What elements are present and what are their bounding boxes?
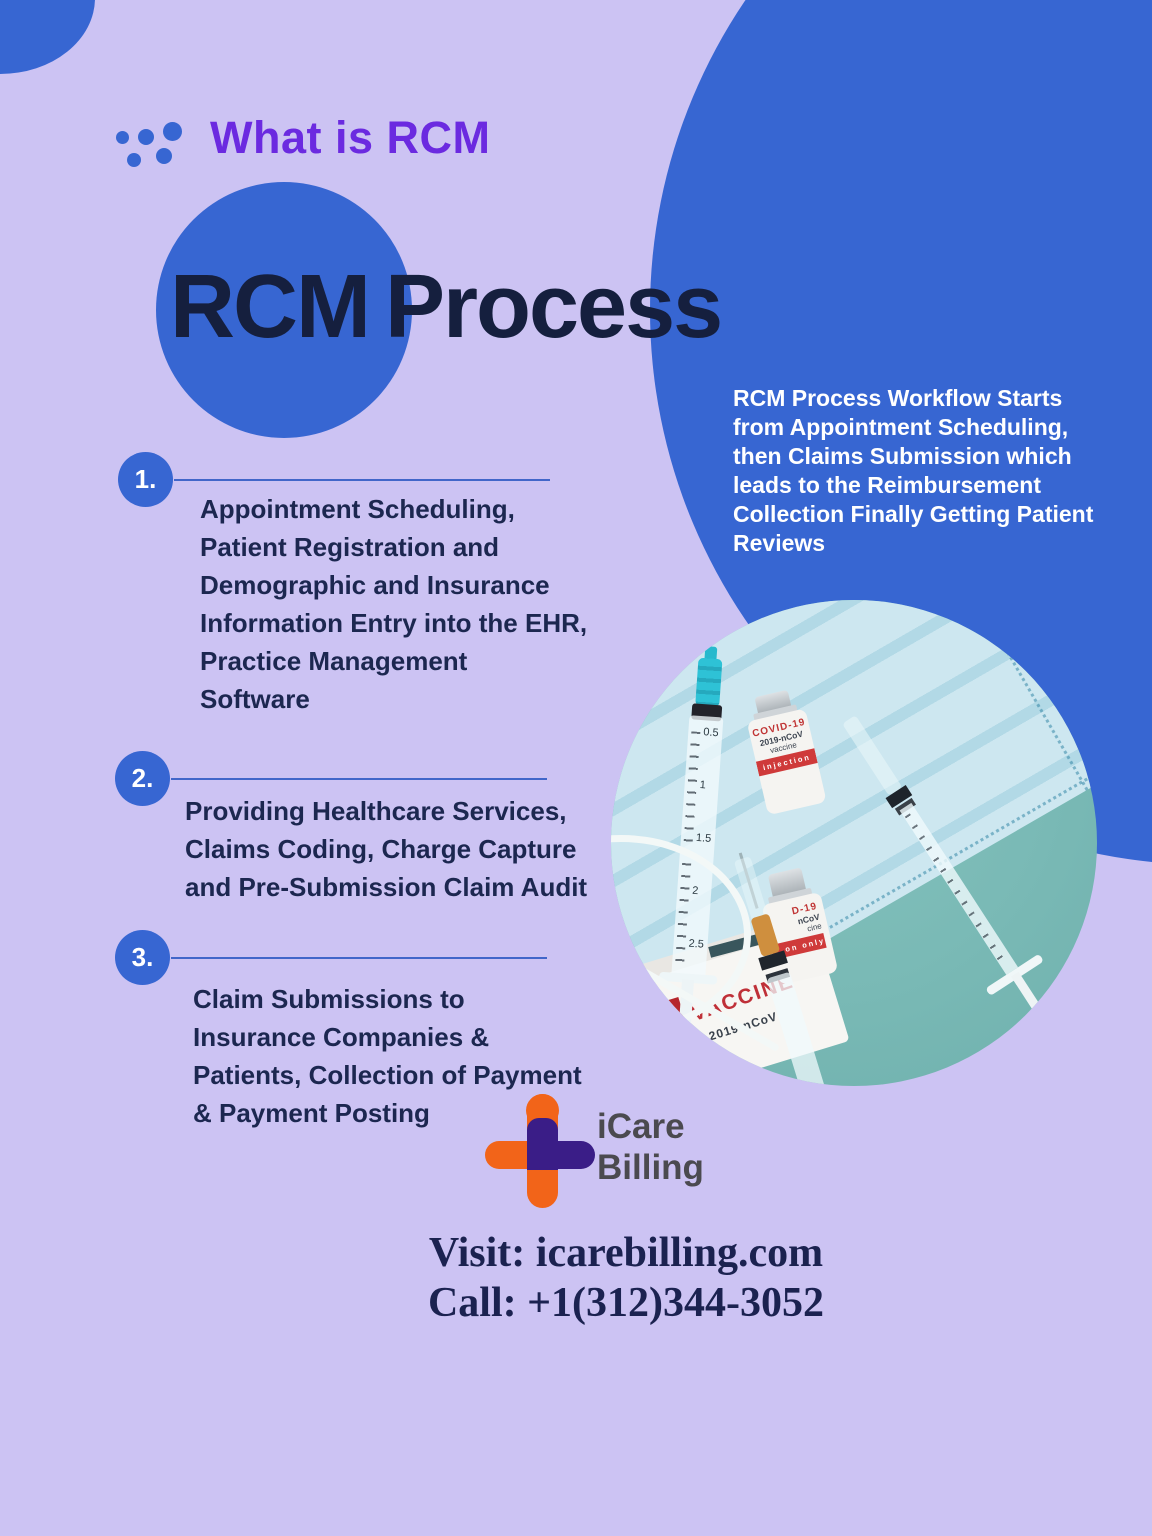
step-1-number: 1. — [134, 464, 157, 494]
step-2-text: Providing Healthcare Services, Claims Co… — [185, 796, 588, 902]
dot-decoration — [163, 122, 182, 141]
logo-name-bottom: Billing — [597, 1148, 704, 1187]
logo-name-top: iCare — [597, 1107, 685, 1146]
step-3-badge: 3. — [115, 930, 170, 985]
phone-line: Call: +1(312)344-3052 — [427, 1280, 825, 1326]
step-3-number: 3. — [131, 942, 154, 972]
dot-decoration — [127, 153, 141, 167]
corner-circle-decoration — [0, 0, 95, 74]
title-rest: Process — [384, 257, 723, 357]
logo-person-arm — [527, 1141, 595, 1169]
step-1-badge: 1. — [118, 452, 173, 507]
step-3-divider — [171, 957, 547, 959]
title-circle-decoration — [156, 182, 412, 438]
dot-decoration — [156, 148, 172, 164]
dot-decoration — [116, 131, 129, 144]
step-2-divider — [171, 778, 547, 780]
step-1: 1. Appointment Scheduling, Patient Regis… — [118, 452, 718, 714]
dots-icon — [112, 122, 192, 172]
eyebrow-heading: What is RCM — [210, 112, 491, 163]
medical-supplies-photo: VACCINE 2019-nCoV D-19 nCoV cine on only — [611, 600, 1097, 1086]
vial-label: COVID-19 2019-nCoV vaccine injection — [746, 708, 827, 816]
step-2-badge: 2. — [115, 751, 170, 806]
website-line: Visit: icarebilling.com — [428, 1230, 824, 1276]
needle-hub — [750, 913, 781, 958]
step-1-divider — [174, 479, 550, 481]
contact-info: Visit: icarebilling.com Call: +1(312)344… — [326, 1228, 926, 1328]
step-1-text: Appointment Scheduling, Patient Registra… — [200, 494, 588, 714]
step-3: 3. Claim Submissions to Insurance Compan… — [115, 930, 715, 1190]
syringe-cap — [695, 657, 723, 708]
syringe-plunger — [1011, 971, 1059, 1039]
dot-decoration — [138, 129, 154, 145]
logo-wordmark: iCare Billing — [597, 1106, 704, 1188]
step-2-number: 2. — [131, 763, 154, 793]
workflow-callout: RCM Process Workflow Starts from Appoint… — [733, 385, 1094, 556]
step-2: 2. Providing Healthcare Services, Claims… — [115, 751, 715, 1011]
icare-billing-logo: iCare Billing — [485, 1092, 765, 1217]
step-3-text: Claim Submissions to Insurance Companies… — [193, 984, 582, 1128]
title-highlight: RCM — [170, 257, 371, 357]
